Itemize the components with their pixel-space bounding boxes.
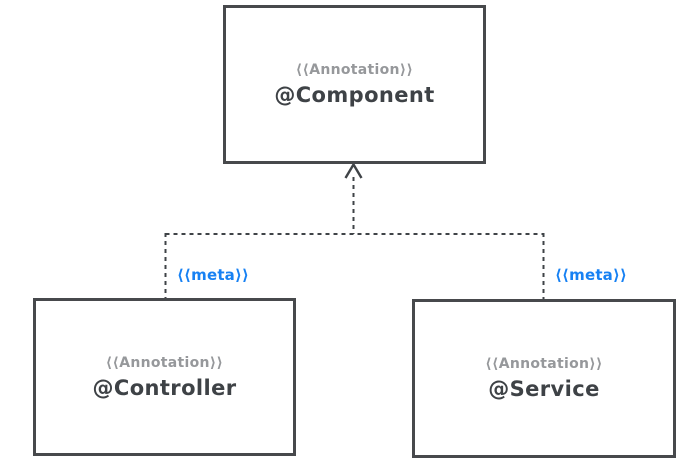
node-service: ⟨⟨Annotation⟩⟩ @Service	[412, 299, 676, 458]
open-arrowhead-icon	[344, 162, 363, 179]
edge-label-meta-controller: ⟨⟨meta⟩⟩	[177, 266, 250, 284]
node-component-name: @Component	[274, 83, 435, 107]
node-service-name: @Service	[488, 377, 600, 401]
node-controller-stereotype: ⟨⟨Annotation⟩⟩	[105, 354, 224, 371]
node-controller: ⟨⟨Annotation⟩⟩ @Controller	[33, 298, 296, 456]
node-component-stereotype: ⟨⟨Annotation⟩⟩	[295, 62, 414, 78]
edge-label-meta-service: ⟨⟨meta⟩⟩	[555, 266, 628, 284]
node-component: ⟨⟨Annotation⟩⟩ @Component	[223, 5, 486, 164]
node-controller-name: @Controller	[92, 375, 237, 400]
node-service-stereotype: ⟨⟨Annotation⟩⟩	[485, 356, 603, 372]
